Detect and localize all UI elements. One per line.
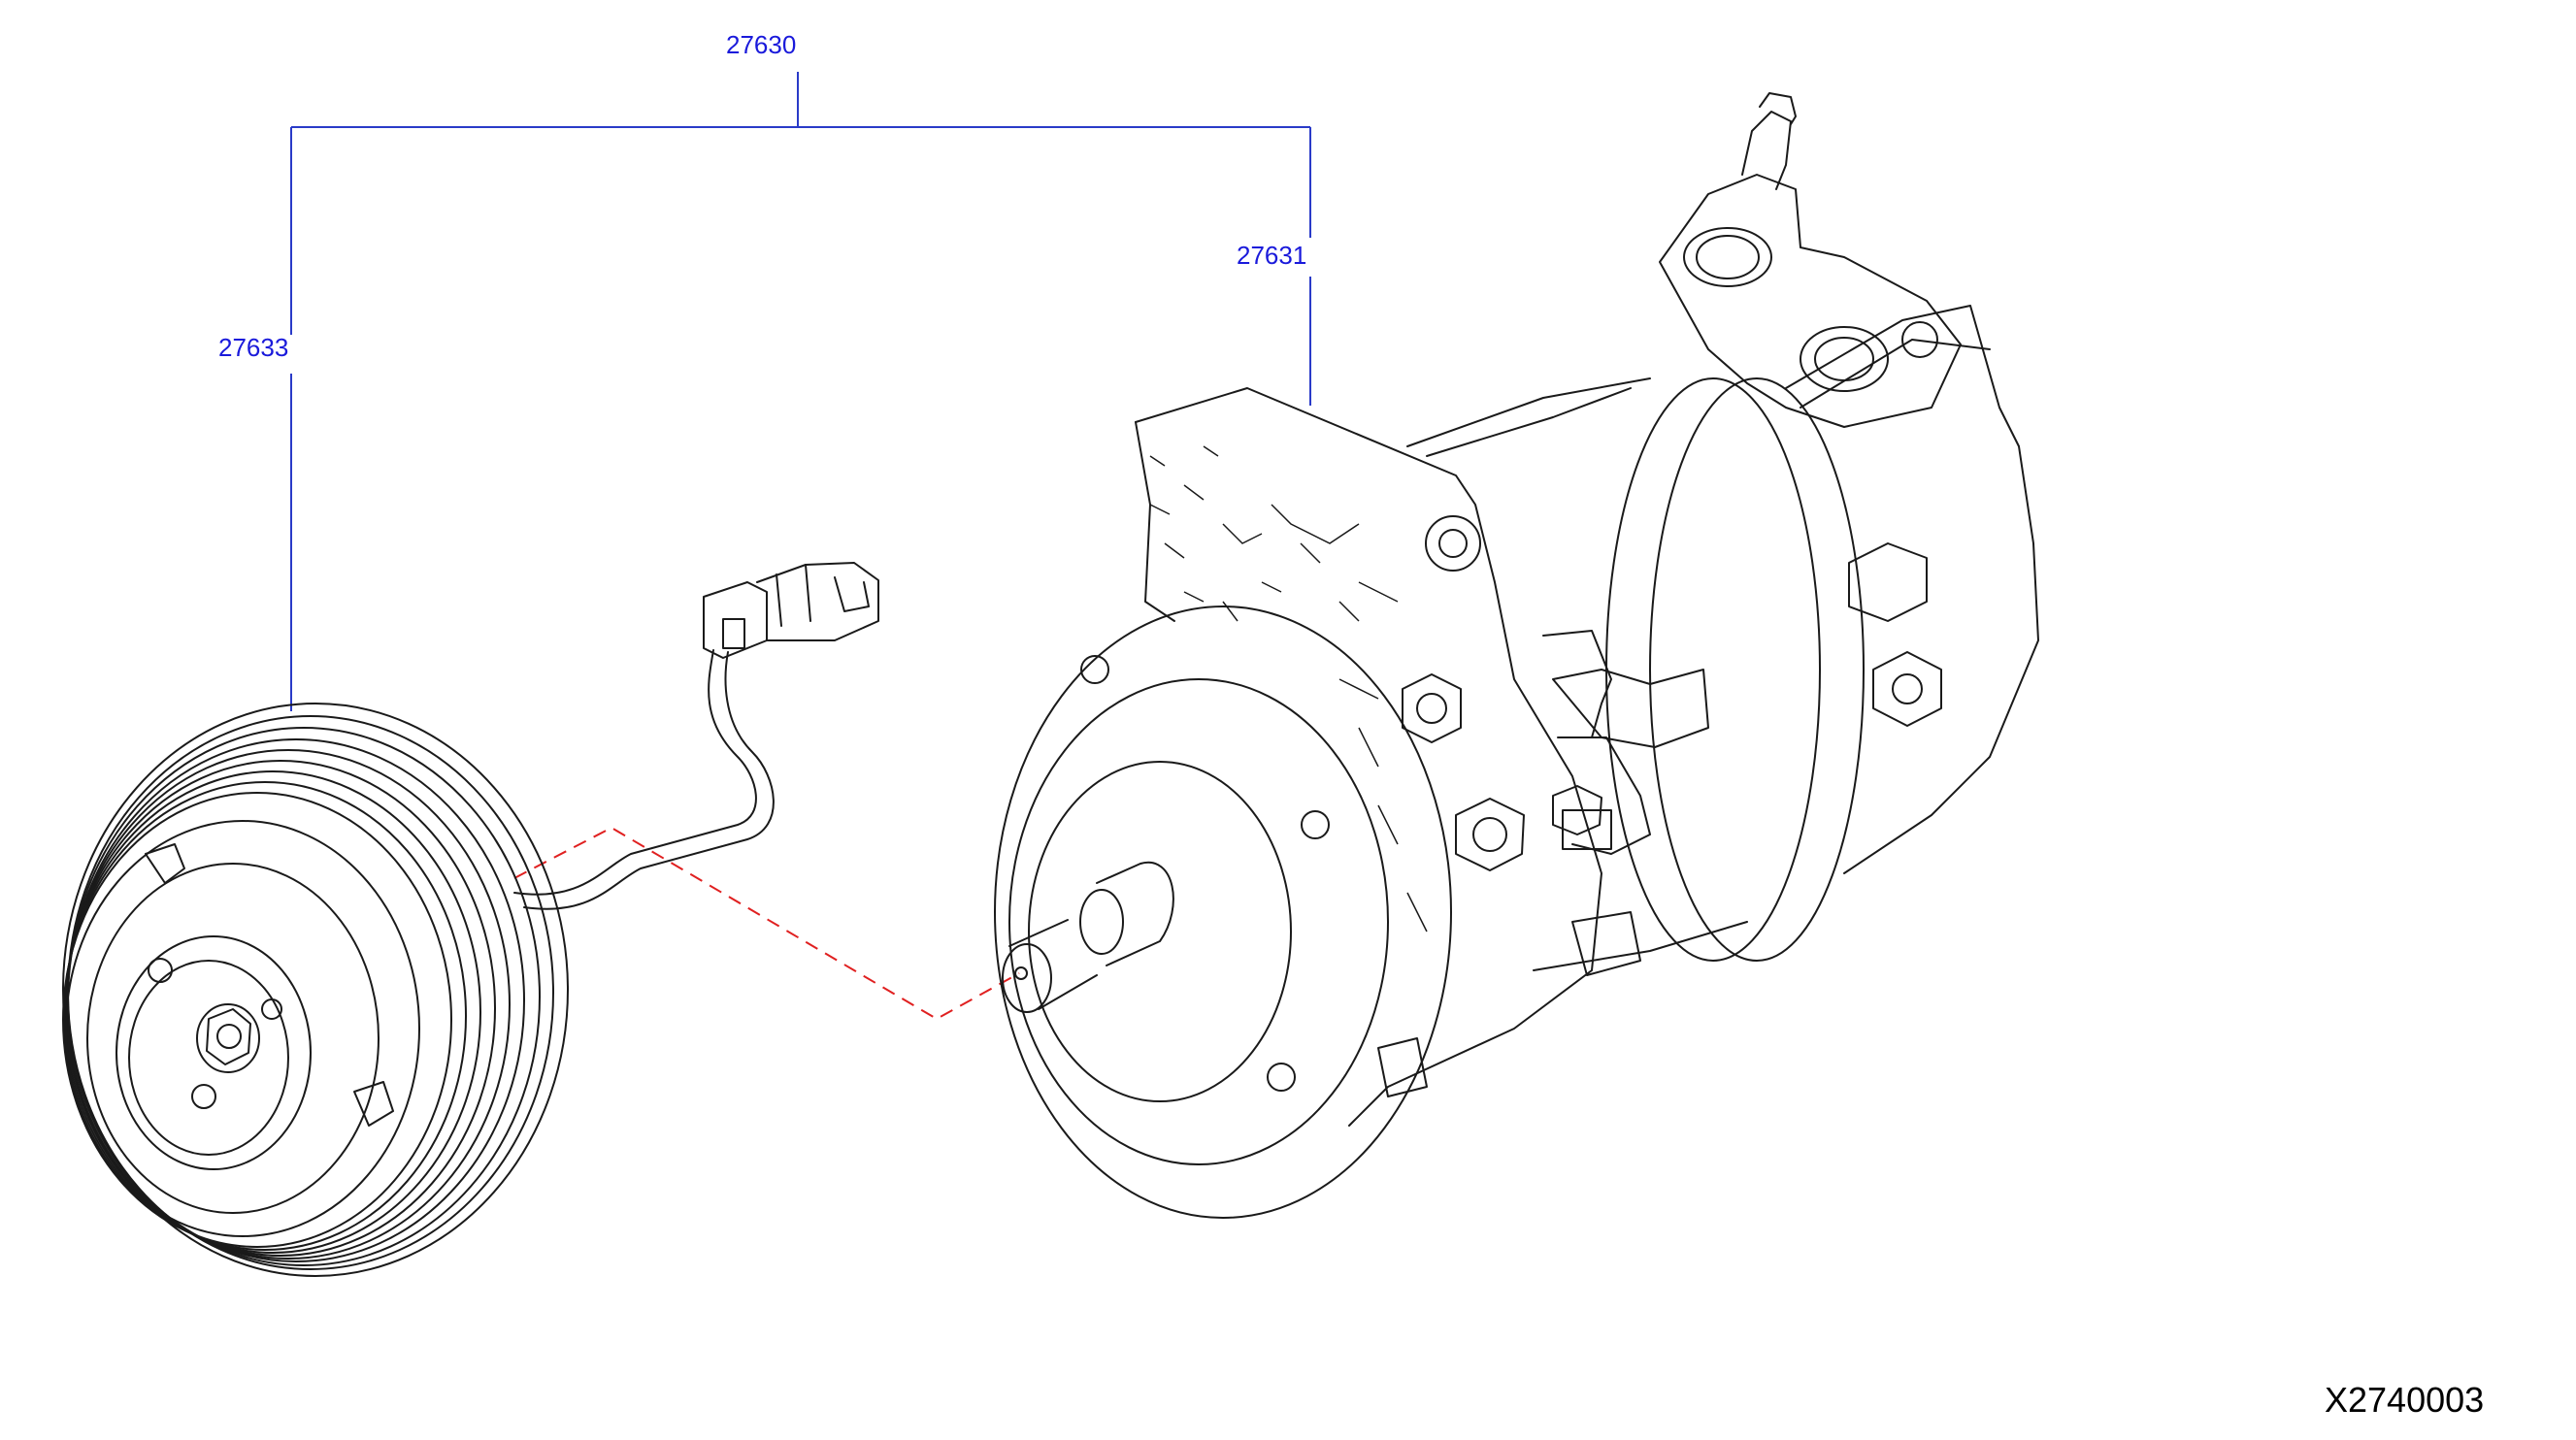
- drawing-id-label: X2740003: [2325, 1380, 2485, 1420]
- callout-27633-label: 27633: [218, 333, 289, 362]
- compressor-illustration: [994, 92, 2039, 1219]
- clutch-pulley-illustration: [62, 703, 569, 1277]
- callout-27631-label: 27631: [1237, 241, 1307, 270]
- callout-27630-label: 27630: [726, 30, 797, 59]
- callout-leader-lines: [290, 72, 1311, 711]
- alignment-center-line: [513, 826, 1020, 1021]
- harness-connector-illustration: [513, 562, 879, 910]
- leader-27630-bracket: [290, 72, 1311, 711]
